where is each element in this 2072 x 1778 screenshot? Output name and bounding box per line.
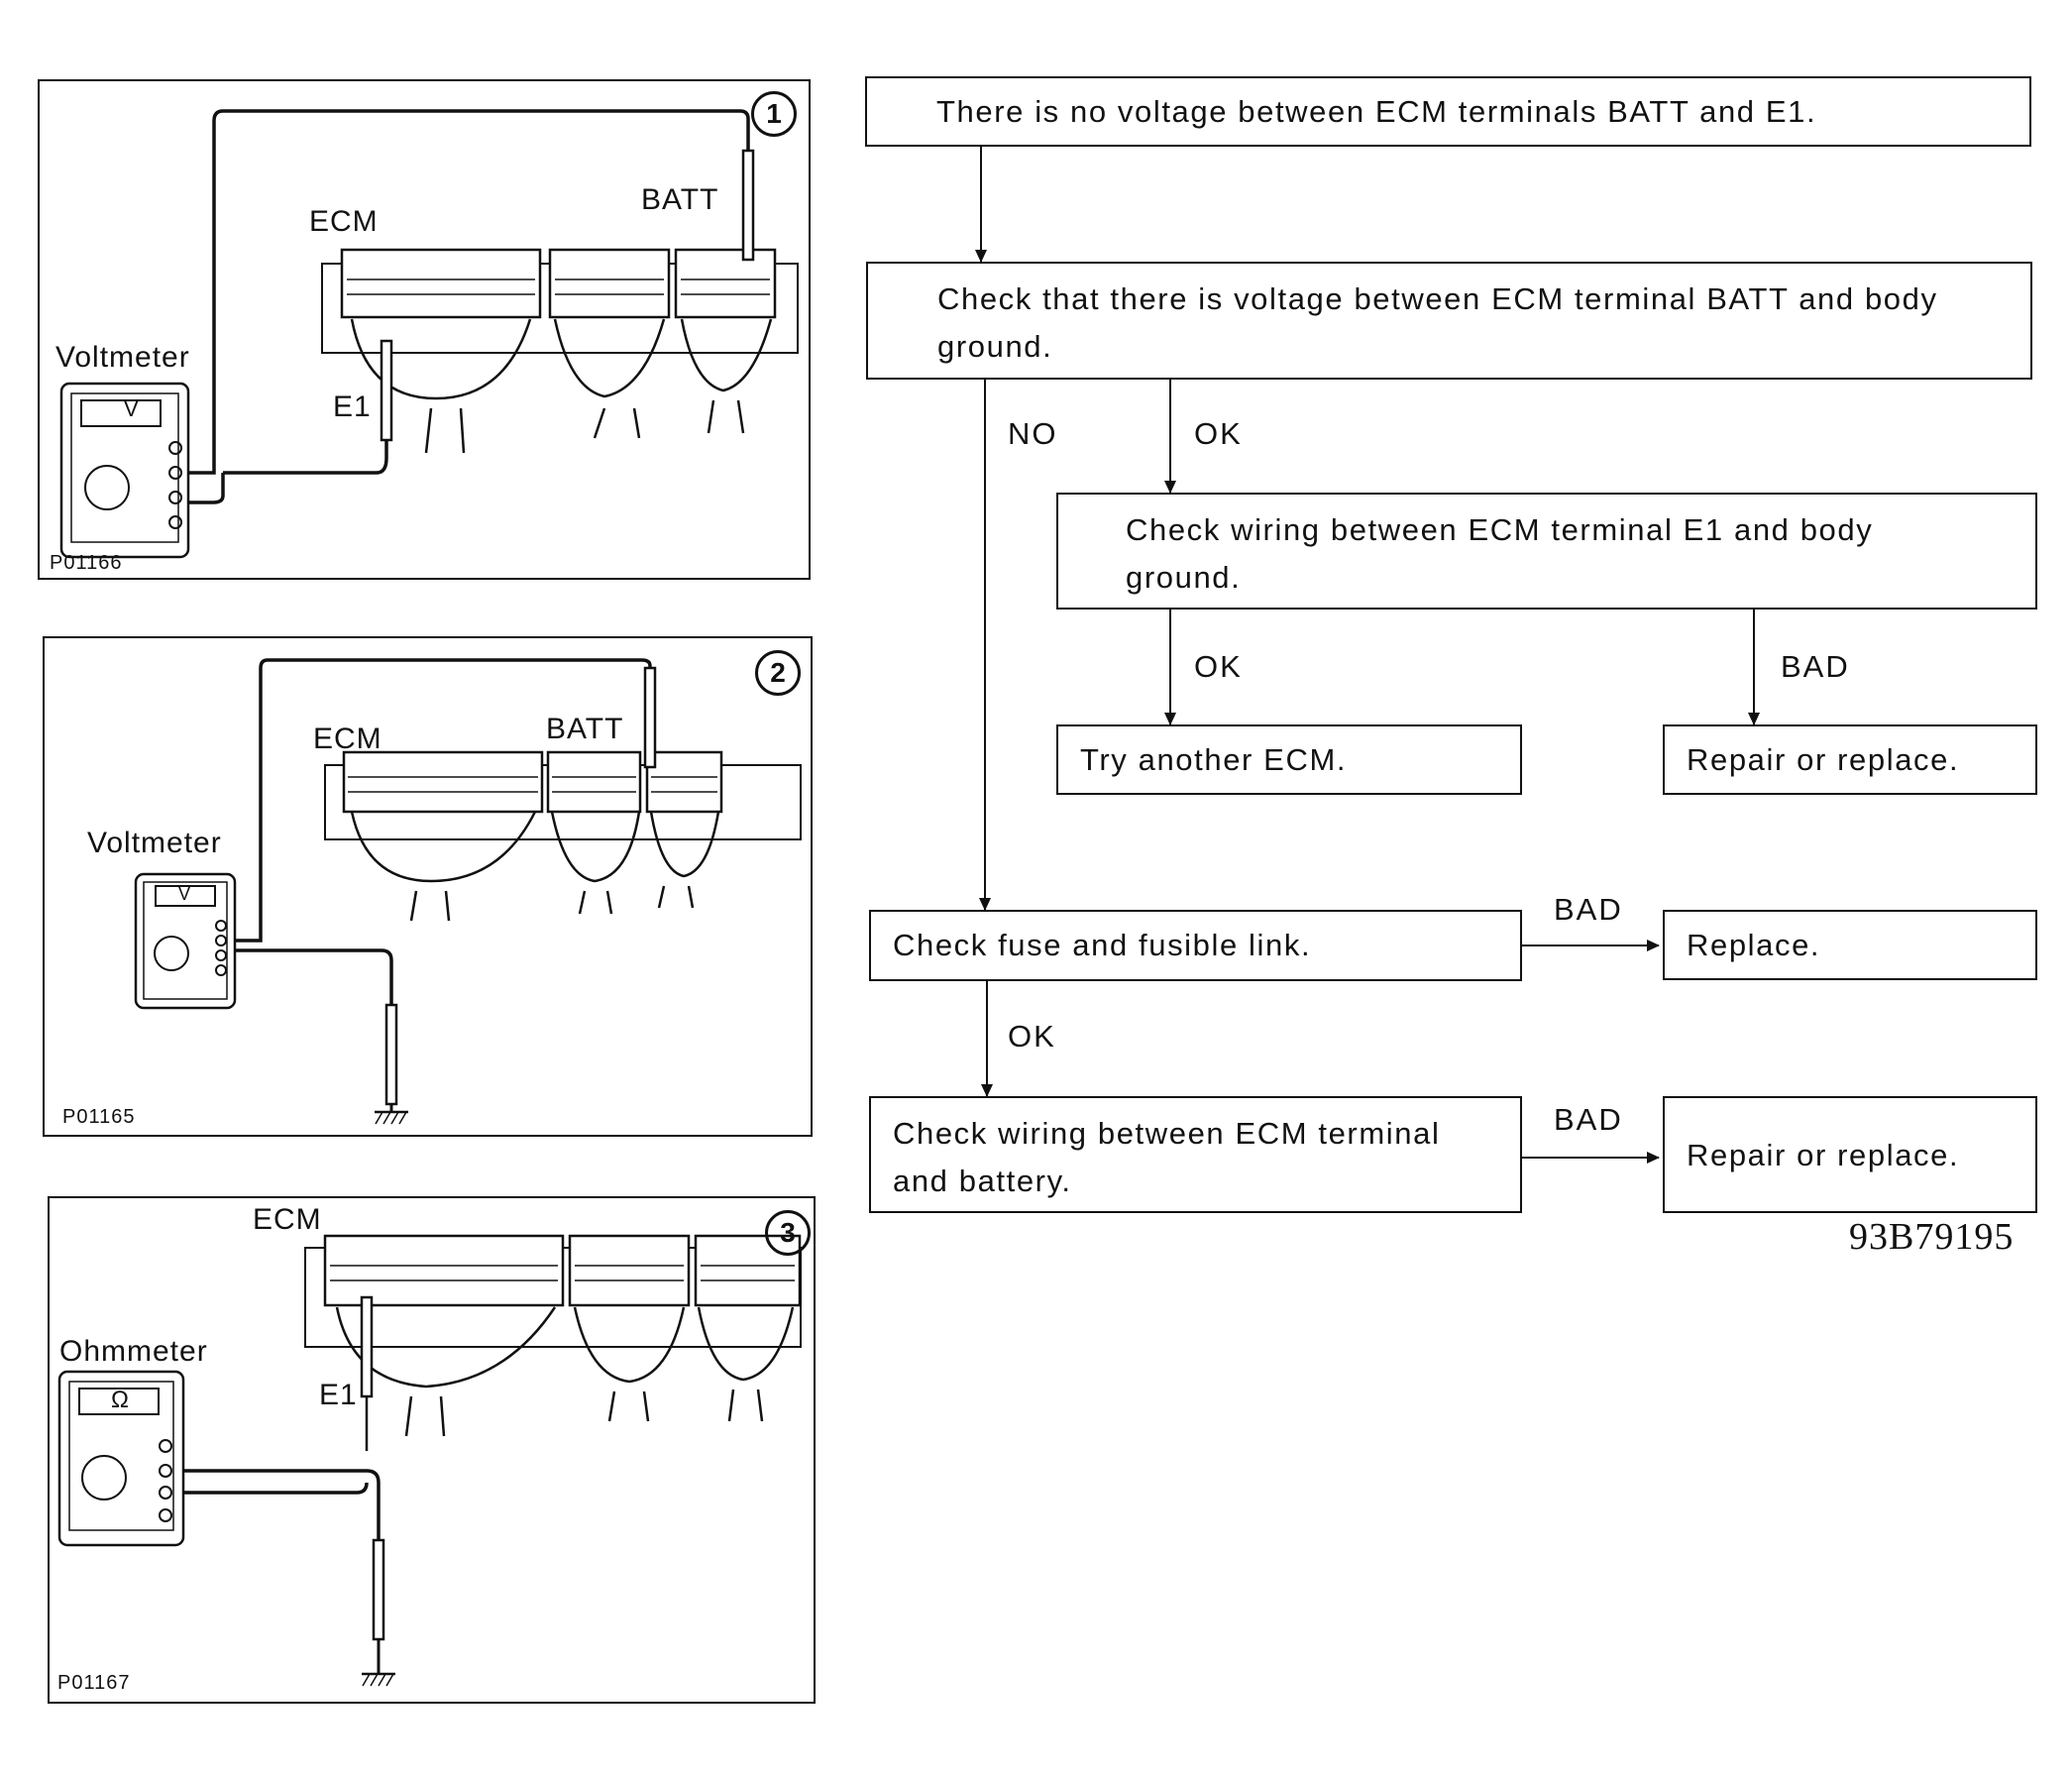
flow-box-repair-2-text: Repair or replace. [1687,1138,1960,1172]
panel-number-badge: 1 [751,91,797,137]
meter-label: Voltmeter [55,341,190,374]
ecm-label: ECM [309,205,379,238]
flow-box-repair-2: Repair or replace. [1663,1096,2037,1213]
meter-label: Ohmmeter [59,1335,208,1368]
flow-box-check-e1-text: Check wiring between ECM terminal E1 and… [1126,512,1874,595]
ecm-label: ECM [313,722,382,755]
flow-box-replace: Replace. [1663,910,2037,980]
meter-label: Voltmeter [87,827,222,859]
wiring-illustration-2 [134,658,802,1125]
meter-symbol: Ω [111,1387,130,1413]
flow-box-try-ecm: Try another ECM. [1056,724,1522,795]
meter-symbol: V [178,884,192,904]
branch-label-bad: BAD [1554,892,1623,927]
part-code: P01167 [57,1672,131,1694]
flow-box-check-wiring-batt: Check wiring between ECM terminal and ba… [869,1096,1522,1213]
meter-symbol: V [124,396,140,421]
flow-box-check-batt: Check that there is voltage between ECM … [866,262,2032,380]
wiring-illustration-1 [59,109,799,559]
flow-box-try-ecm-text: Try another ECM. [1080,742,1348,777]
figure-code: 93B79195 [1849,1216,2015,1258]
flow-box-check-wiring-batt-text: Check wiring between ECM terminal and ba… [893,1116,1441,1198]
batt-label: BATT [546,713,624,745]
part-code: P01166 [50,552,123,574]
flow-box-check-fuse-text: Check fuse and fusible link. [893,928,1312,962]
panel-number-badge: 2 [755,650,801,696]
flow-box-start-text: There is no voltage between ECM terminal… [936,94,1817,129]
flow-box-check-fuse: Check fuse and fusible link. [869,910,1522,981]
batt-label: BATT [641,183,719,216]
flow-box-check-batt-text: Check that there is voltage between ECM … [937,281,1938,364]
diagram-panel-3: Ohmmeter Ω ECM E1 P01167 3 [48,1196,816,1704]
diagram-panel-1: Voltmeter V ECM BATT E1 P01166 1 [38,79,811,580]
flow-box-start: There is no voltage between ECM terminal… [865,76,2031,147]
branch-label-bad: BAD [1781,649,1850,684]
part-code: P01165 [62,1106,136,1128]
panel-number-badge: 3 [765,1210,811,1256]
flow-box-repair-1-text: Repair or replace. [1687,742,1960,777]
branch-label-ok: OK [1194,416,1243,451]
diagram-panel-2: Voltmeter V ECM BATT P01165 2 [43,636,813,1137]
branch-label-ok: OK [1008,1019,1056,1054]
flow-box-repair-1: Repair or replace. [1663,724,2037,795]
flow-box-replace-text: Replace. [1687,928,1821,962]
branch-label-bad: BAD [1554,1102,1623,1137]
branch-label-ok: OK [1194,649,1243,684]
e1-label: E1 [333,390,372,423]
ecm-label: ECM [253,1203,322,1236]
flow-box-check-e1: Check wiring between ECM terminal E1 and… [1056,493,2037,610]
wiring-illustration-3 [57,1234,802,1687]
e1-label: E1 [319,1379,358,1411]
branch-label-no: NO [1008,416,1058,451]
